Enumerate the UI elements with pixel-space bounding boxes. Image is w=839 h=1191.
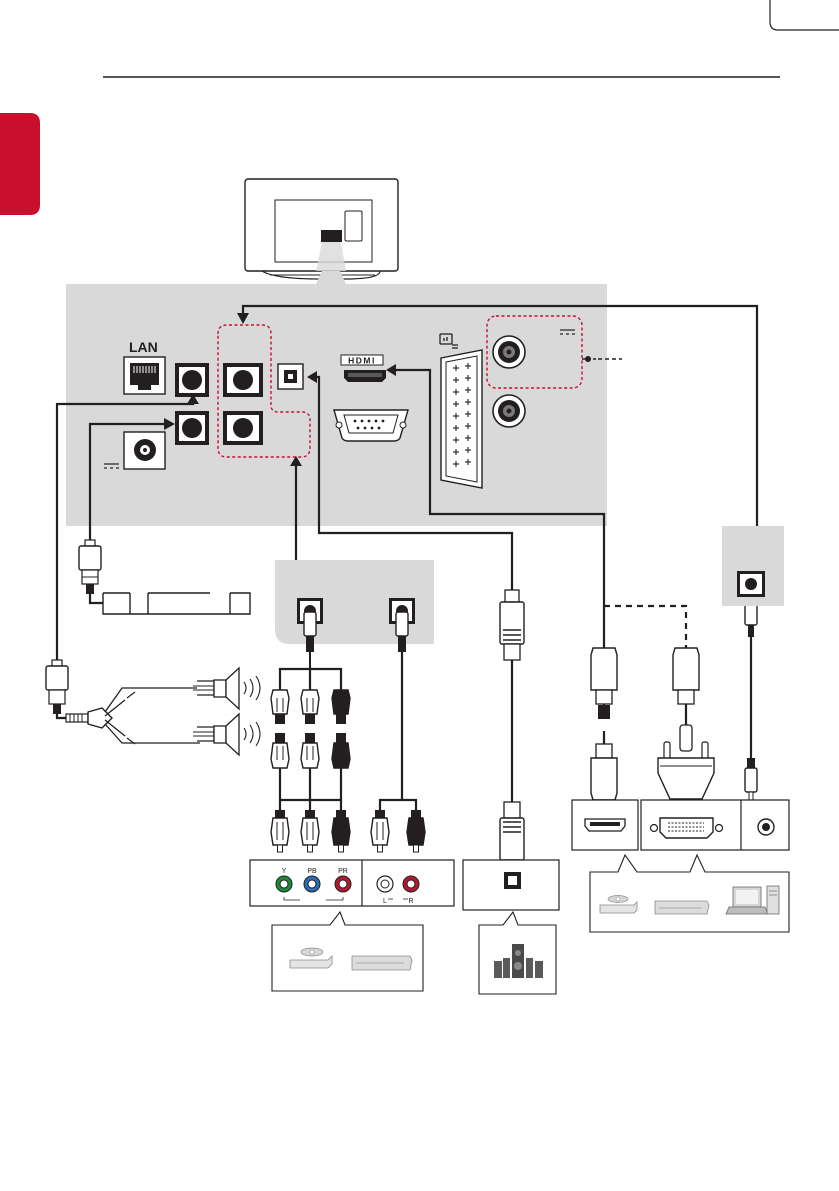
- speaker-icon: [214, 668, 260, 709]
- language-side-tab: [0, 113, 40, 215]
- pc-audio-gender-box: [722, 526, 784, 606]
- optical-cable-plug: [500, 590, 524, 872]
- rear-input-panel: [66, 271, 607, 526]
- av-component-gender-box: [275, 560, 434, 644]
- audio-minijack-upper: [175, 363, 209, 397]
- external-dvi-audio-port-box: [641, 800, 789, 850]
- hdmi-logo-text: HDMI: [348, 356, 376, 366]
- speaker-connections: [175, 681, 214, 743]
- page-header-marks: [103, 0, 839, 77]
- rs232c-port: [334, 410, 408, 441]
- dvi-cable-plug: [658, 648, 714, 799]
- component-y-label: Y: [282, 868, 287, 875]
- speaker-icon: [214, 714, 260, 755]
- audio-left-label: L: [383, 898, 387, 905]
- component-pb-label: PB: [307, 868, 317, 875]
- external-component-av-jacks: Y PB PR L R: [250, 860, 454, 906]
- audio-minijack-lower: [175, 411, 209, 445]
- optical-receiver-port-box: [463, 860, 559, 910]
- pc-audio-minijack-plug: [744, 589, 758, 802]
- rca-plugs-top-row: [271, 690, 350, 724]
- lan-label: LAN: [129, 339, 158, 355]
- dvd-vcr-callout: [272, 912, 423, 991]
- pc-devices-callout: [590, 855, 789, 932]
- ir-blaster-outline: [103, 593, 250, 614]
- optical-audio-port: [278, 364, 303, 389]
- hdmi-cable-plug: [591, 648, 617, 812]
- speaker-splitter-cable: [46, 660, 175, 744]
- rca-plugs-second-row: [271, 733, 350, 768]
- home-theater-callout: [479, 912, 556, 994]
- rca-plugs-bottom-row: [271, 810, 425, 852]
- external-hdmi-port-box: [572, 800, 638, 850]
- audio-right-label: R: [408, 898, 413, 905]
- component-pr-label: PR: [338, 868, 348, 875]
- minijack-plug-top: [79, 540, 103, 603]
- scart-port: [440, 334, 482, 488]
- tv-rear-illustration: [245, 179, 398, 279]
